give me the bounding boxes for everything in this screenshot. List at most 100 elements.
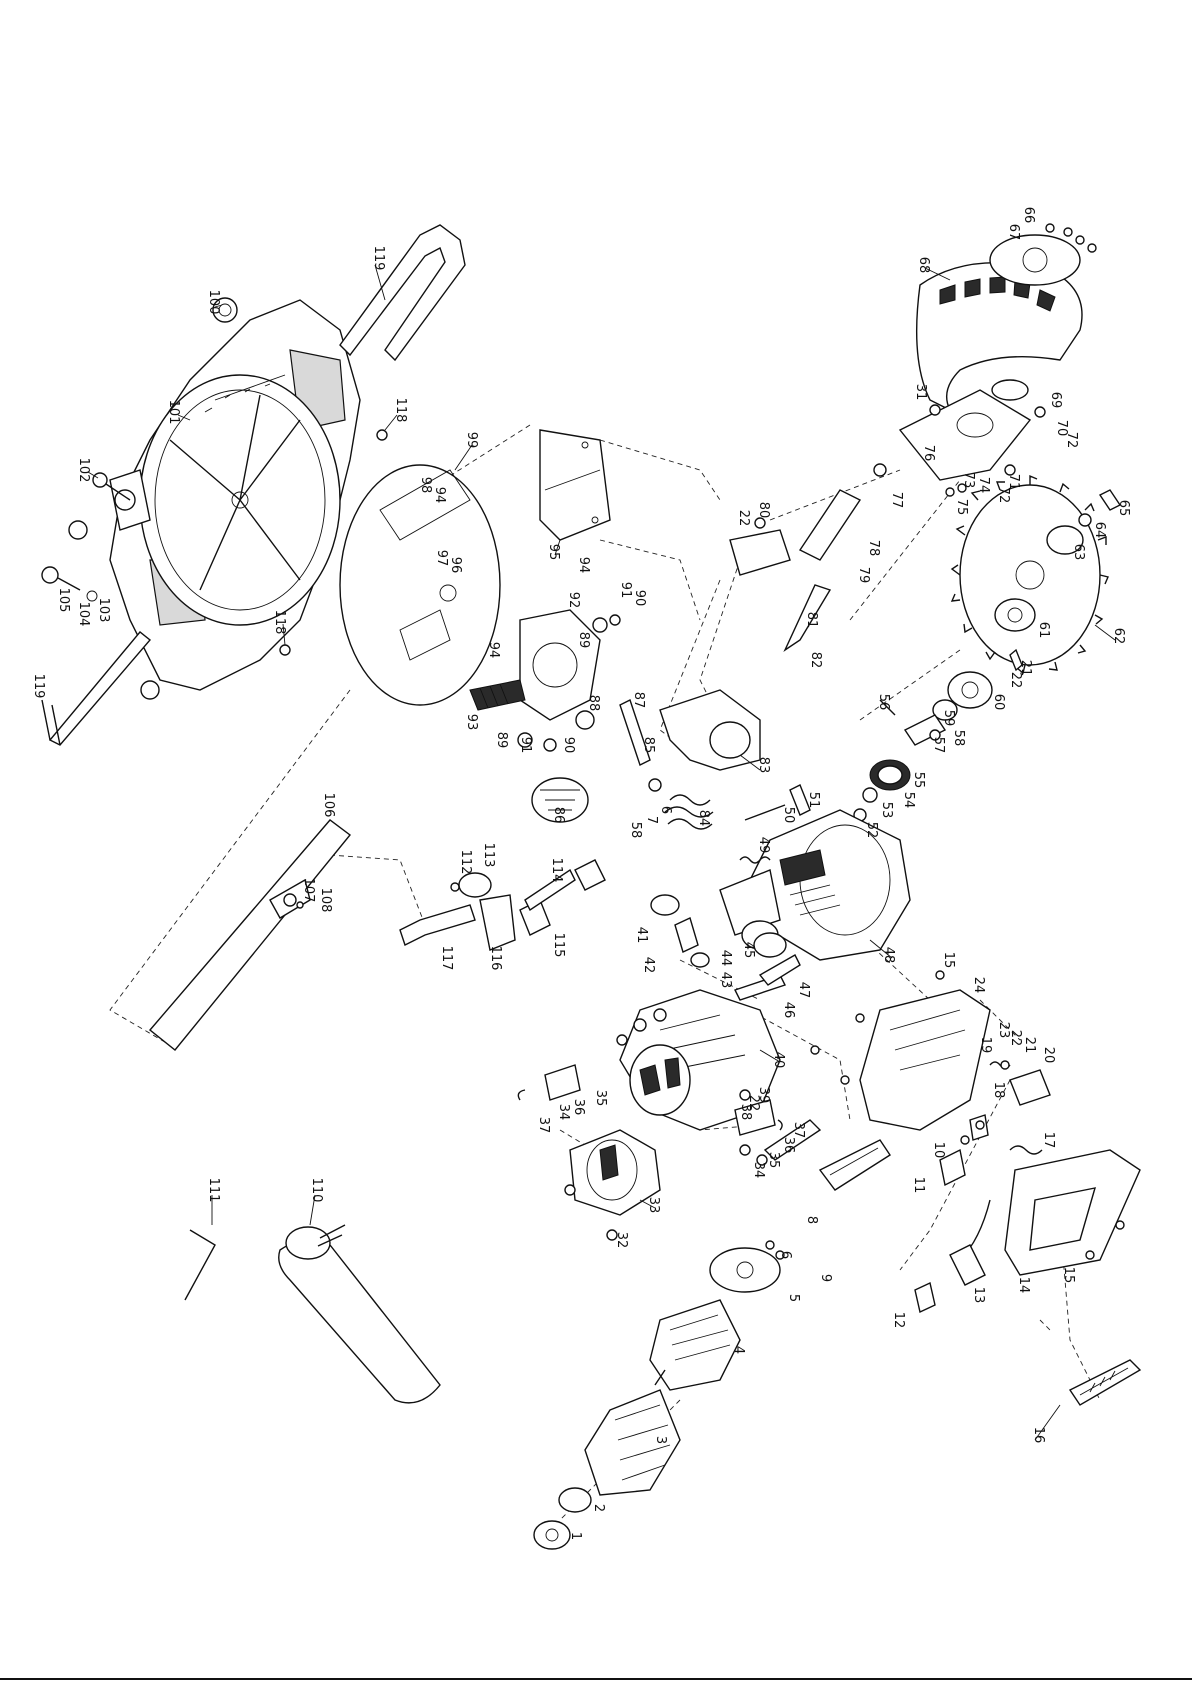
part-label-p82: 82: [808, 652, 823, 669]
gear-train: [853, 648, 1023, 822]
part-label-p118b: 118: [272, 610, 287, 635]
part-label-p110: 110: [309, 1178, 324, 1203]
part-label-p117: 117: [439, 946, 454, 971]
part-label-p53: 53: [879, 802, 894, 819]
part-label-p66: 66: [1021, 207, 1036, 224]
part-label-p22c: 22: [1008, 1030, 1023, 1047]
part-label-p46: 46: [781, 1002, 796, 1019]
part-label-p88: 88: [586, 695, 601, 712]
page-footer-rule: [0, 1678, 1192, 1680]
part-label-p4: 4: [731, 1346, 746, 1354]
part-label-p41: 41: [634, 927, 649, 944]
part-label-p6a: 6: [658, 806, 673, 814]
part-label-p76: 76: [921, 445, 936, 462]
part-label-p13: 13: [971, 1287, 986, 1304]
part-label-p56: 56: [876, 694, 891, 711]
part-label-p119a: 119: [371, 246, 386, 271]
part-label-p17: 17: [1041, 1132, 1056, 1149]
part-label-p22b: 22: [1008, 672, 1023, 689]
part-label-p19: 19: [978, 1037, 993, 1054]
part-label-p60: 60: [991, 694, 1006, 711]
part-label-p58b: 58: [951, 730, 966, 747]
part-label-p36b: 36: [571, 1099, 586, 1116]
label-leaders: [87, 264, 1116, 1441]
part-label-p35b: 35: [593, 1090, 608, 1107]
part-label-p89a: 89: [576, 632, 591, 649]
part-label-p86: 86: [551, 807, 566, 824]
part-label-p34a: 34: [751, 1162, 766, 1179]
saw-blade: [950, 474, 1122, 675]
part-label-p36a: 36: [781, 1137, 796, 1154]
part-label-p90a: 90: [632, 590, 647, 607]
part-label-p20: 20: [1041, 1047, 1056, 1064]
part-label-p54: 54: [901, 792, 916, 809]
part-label-p112: 112: [458, 850, 473, 875]
part-label-p94b: 94: [576, 557, 591, 574]
part-label-p75: 75: [954, 499, 969, 516]
part-label-p8: 8: [804, 1216, 819, 1224]
turntable-base: [41, 224, 466, 746]
part-label-p59: 59: [941, 710, 956, 727]
part-label-p94c: 94: [486, 642, 501, 659]
part-label-p107: 107: [301, 878, 316, 903]
part-label-p14: 14: [1016, 1277, 1031, 1294]
part-label-p40: 40: [771, 1052, 786, 1069]
part-label-p84: 84: [696, 810, 711, 827]
part-label-p1: 1: [568, 1532, 583, 1540]
part-label-p34b: 34: [556, 1104, 571, 1121]
part-label-p103: 103: [96, 598, 111, 623]
part-label-p81: 81: [804, 612, 819, 629]
part-label-p7a: 7: [644, 816, 659, 824]
part-label-p119b: 119: [31, 674, 46, 699]
part-label-p93: 93: [464, 714, 479, 731]
part-label-p22a: 22: [736, 510, 751, 527]
upper-shafts: [729, 463, 887, 652]
part-label-p22d: 22: [746, 1095, 761, 1112]
part-label-p89b: 89: [494, 732, 509, 749]
part-label-p15a: 15: [941, 952, 956, 969]
part-label-p85: 85: [641, 737, 656, 754]
part-label-p37a: 37: [791, 1122, 806, 1139]
part-label-p71: 71: [1006, 474, 1021, 491]
part-label-p113: 113: [481, 843, 496, 868]
part-label-p39: 39: [756, 1087, 771, 1104]
part-label-p50: 50: [781, 807, 796, 824]
armature-stator: [533, 1119, 891, 1550]
part-label-p32: 32: [614, 1232, 629, 1249]
part-label-p51: 51: [806, 792, 821, 809]
part-label-p116: 116: [488, 946, 503, 971]
part-label-p108: 108: [318, 888, 333, 913]
part-label-p104: 104: [76, 602, 91, 627]
part-label-p114: 114: [549, 858, 564, 883]
part-label-p92: 92: [566, 592, 581, 609]
part-label-p38a: 38: [738, 1104, 753, 1121]
part-label-p55: 55: [911, 772, 926, 789]
part-label-p72a: 72: [996, 487, 1011, 504]
part-label-p73: 73: [961, 472, 976, 489]
part-label-p48: 48: [881, 947, 896, 964]
part-label-p77: 77: [889, 492, 904, 509]
part-label-p105: 105: [56, 588, 71, 613]
pivot-bracket: [469, 609, 761, 830]
part-label-p37b: 37: [536, 1117, 551, 1134]
part-label-p83: 83: [756, 757, 771, 774]
part-label-p111: 111: [206, 1178, 221, 1203]
part-label-p106: 106: [321, 793, 336, 818]
part-label-p91a: 91: [618, 582, 633, 599]
part-label-p47: 47: [796, 982, 811, 999]
part-label-p9: 9: [818, 1274, 833, 1282]
part-label-p5: 5: [786, 1294, 801, 1302]
part-label-p65: 65: [1116, 500, 1131, 517]
part-label-p52: 52: [864, 822, 879, 839]
rear-handle: [914, 1145, 1142, 1406]
part-label-p91b: 91: [518, 737, 533, 754]
part-label-p67: 67: [1006, 224, 1021, 241]
part-label-p70: 70: [1054, 420, 1069, 437]
part-label-p57: 57: [931, 737, 946, 754]
part-label-p58a: 58: [628, 822, 643, 839]
part-label-p21a: 21: [1018, 660, 1033, 677]
part-label-p45: 45: [741, 942, 756, 959]
blade-guard: [898, 223, 1097, 497]
part-label-p15b: 15: [1061, 1267, 1076, 1284]
